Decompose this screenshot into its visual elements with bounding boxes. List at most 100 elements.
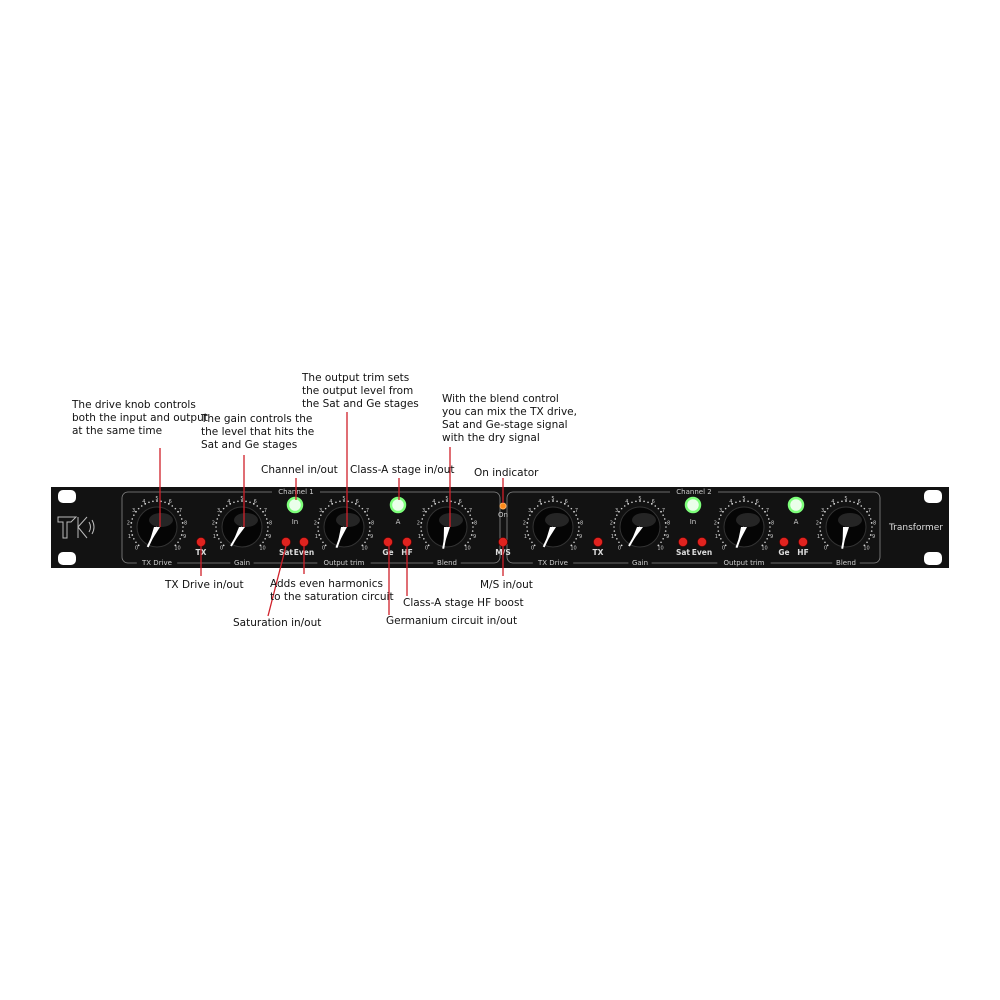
- scale-label: 8: [184, 520, 187, 526]
- annotation-blend: Sat and Ge-stage signal: [442, 419, 568, 431]
- knob-label: Gain: [234, 559, 250, 567]
- scale-label: 6: [169, 499, 172, 505]
- knob-label: TX Drive: [537, 559, 568, 567]
- scale-dot: [135, 510, 137, 513]
- sat-button-ch2[interactable]: [678, 537, 688, 547]
- scale-dot: [720, 538, 722, 540]
- scale-dot: [471, 530, 474, 532]
- rack-ear-hole: [58, 490, 76, 503]
- scale-dot: [635, 500, 637, 503]
- scale-label: 0: [824, 546, 827, 552]
- scale-dot: [218, 514, 220, 516]
- a-led-ch1[interactable]: [389, 496, 407, 514]
- rack-ear-hole: [924, 552, 942, 565]
- scale-dot: [664, 522, 667, 524]
- scale-label: 4: [432, 499, 435, 505]
- scale-dot: [318, 518, 321, 520]
- scale-dot: [182, 526, 184, 528]
- scale-dot: [339, 500, 341, 503]
- in-led-ch2[interactable]: [684, 496, 702, 514]
- tx-button-ch2[interactable]: [593, 537, 603, 547]
- scale-dot: [324, 544, 327, 547]
- knob-pointer-line: [335, 526, 345, 549]
- annotation-even: Adds even harmonics: [270, 578, 383, 590]
- scale-label: 2: [523, 520, 526, 526]
- scale-dot: [717, 526, 719, 528]
- scale-dot: [548, 500, 550, 503]
- scale-dot: [820, 518, 823, 520]
- sat-button-ch1[interactable]: [281, 537, 291, 547]
- even-button-ch1[interactable]: [299, 537, 309, 547]
- scale-label: 0: [322, 546, 325, 552]
- scale-dot: [563, 502, 566, 505]
- hf-button-ch1[interactable]: [402, 537, 412, 547]
- scale-dot: [533, 544, 536, 547]
- scale-dot: [718, 534, 721, 536]
- scale-dot: [527, 534, 530, 536]
- scale-label: 7: [179, 508, 182, 514]
- scale-dot: [464, 544, 467, 547]
- scale-dot: [739, 500, 741, 503]
- annotation-blend: with the dry signal: [442, 432, 540, 444]
- scale-dot: [849, 500, 851, 503]
- tx-button-ch1[interactable]: [196, 537, 206, 547]
- scale-dot: [215, 522, 218, 524]
- scale-dot: [322, 541, 324, 544]
- scale-dot: [434, 502, 437, 505]
- knob-pointer-line: [442, 526, 448, 549]
- even-button-ch2[interactable]: [697, 537, 707, 547]
- scale-dot: [335, 501, 337, 504]
- scale-label: 3: [132, 508, 135, 514]
- scale-dot: [663, 534, 666, 536]
- ge-button-ch1[interactable]: [383, 537, 393, 547]
- scale-dot: [570, 544, 573, 547]
- annotation-tx: TX Drive in/out: [164, 579, 244, 591]
- scale-label: 9: [666, 534, 669, 540]
- ge-button-ch2[interactable]: [779, 537, 789, 547]
- scale-dot: [722, 541, 724, 544]
- scale-dot: [845, 500, 847, 502]
- scale-dot: [575, 514, 577, 516]
- a-led-ch2[interactable]: [787, 496, 805, 514]
- scale-dot: [181, 522, 184, 524]
- hf-button-ch2[interactable]: [798, 537, 808, 547]
- scale-dot: [222, 507, 225, 510]
- scale-dot: [544, 501, 546, 504]
- scale-dot: [853, 501, 855, 504]
- scale-dot: [442, 500, 444, 503]
- scale-label: 9: [579, 534, 582, 540]
- in-led-ch1[interactable]: [286, 496, 304, 514]
- scale-dot: [829, 505, 832, 507]
- scale-dot: [613, 530, 616, 532]
- scale-dot: [347, 500, 349, 503]
- scale-dot: [259, 507, 262, 510]
- scale-dot: [870, 530, 873, 532]
- scale-dot: [722, 510, 724, 513]
- scale-dot: [317, 530, 320, 532]
- label-bg: [628, 558, 652, 566]
- scale-dot: [137, 507, 140, 510]
- scale-dot: [267, 526, 269, 528]
- leader-lines: [159, 412, 504, 617]
- scale-dot: [366, 514, 368, 516]
- ms-button-ch1[interactable]: [498, 537, 508, 547]
- scale-label: 0: [722, 546, 725, 552]
- scale-dot: [177, 510, 179, 513]
- scale-label: 10: [863, 546, 869, 552]
- scale-dot: [181, 530, 184, 532]
- scale-dot: [654, 505, 657, 507]
- scale-label: 10: [657, 546, 663, 552]
- knob-highlight: [234, 513, 258, 527]
- in-led-label: In: [690, 518, 697, 526]
- annotation-gain: The gain controls the: [200, 413, 312, 425]
- scale-dot: [420, 526, 422, 528]
- scale-dot: [366, 538, 368, 540]
